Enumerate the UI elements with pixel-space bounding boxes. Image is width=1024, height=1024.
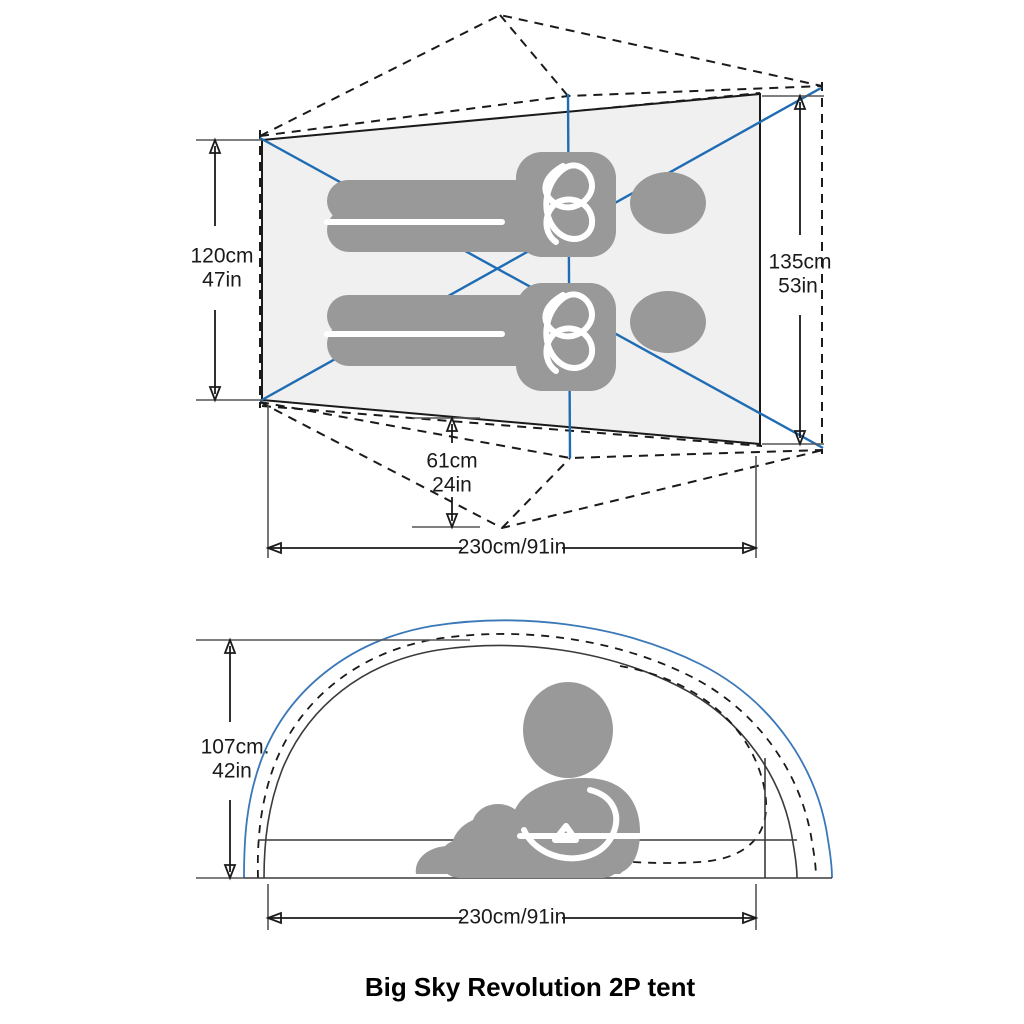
fly-outline-blue (243, 619, 833, 879)
dimension-vestibule-depth: 61cm 24in (412, 415, 480, 530)
dimension-label-61cm: 61cm (426, 450, 477, 473)
dimension-floorplan-length: 230cm/91in (265, 406, 759, 559)
dimension-label-53in: 53in (778, 275, 818, 298)
dimension-label-24in: 24in (432, 474, 472, 497)
tent-floor-fill (262, 94, 760, 444)
fly-side-edges (259, 82, 823, 454)
dimension-label-107cm: 107cm. (201, 736, 270, 759)
sleeping-person-icon (324, 283, 706, 391)
dimension-label-120cm: 120cm (190, 245, 253, 268)
dimension-peak-height: 107cm. 42in (196, 637, 470, 881)
sitting-person-icon (415, 682, 643, 878)
dimension-label-sideview-length: 230cm/91in (458, 906, 567, 929)
dimension-label-42in: 42in (212, 760, 252, 783)
dimension-left-width: 120cm 47in (190, 137, 262, 403)
rainfly-outline-bottom (259, 401, 824, 530)
dimension-right-width: 135cm 53in (762, 93, 832, 447)
sideview-view: 107cm. 42in 230cm/91in (196, 619, 833, 930)
inner-canopy-outline (263, 644, 798, 879)
dimension-label-135cm: 135cm (768, 251, 831, 274)
sleeping-person-icon (324, 152, 706, 257)
dimension-label-floorplan-length: 230cm/91in (458, 536, 567, 559)
page-title: Big Sky Revolution 2P tent (365, 972, 696, 1002)
floorplan-view: 120cm 47in 135cm 53in 61cm 24in (190, 13, 832, 559)
tent-floor-outline (261, 92, 761, 446)
dimension-sideview-length: 230cm/91in (265, 884, 759, 930)
dimension-label-47in: 47in (202, 269, 242, 292)
